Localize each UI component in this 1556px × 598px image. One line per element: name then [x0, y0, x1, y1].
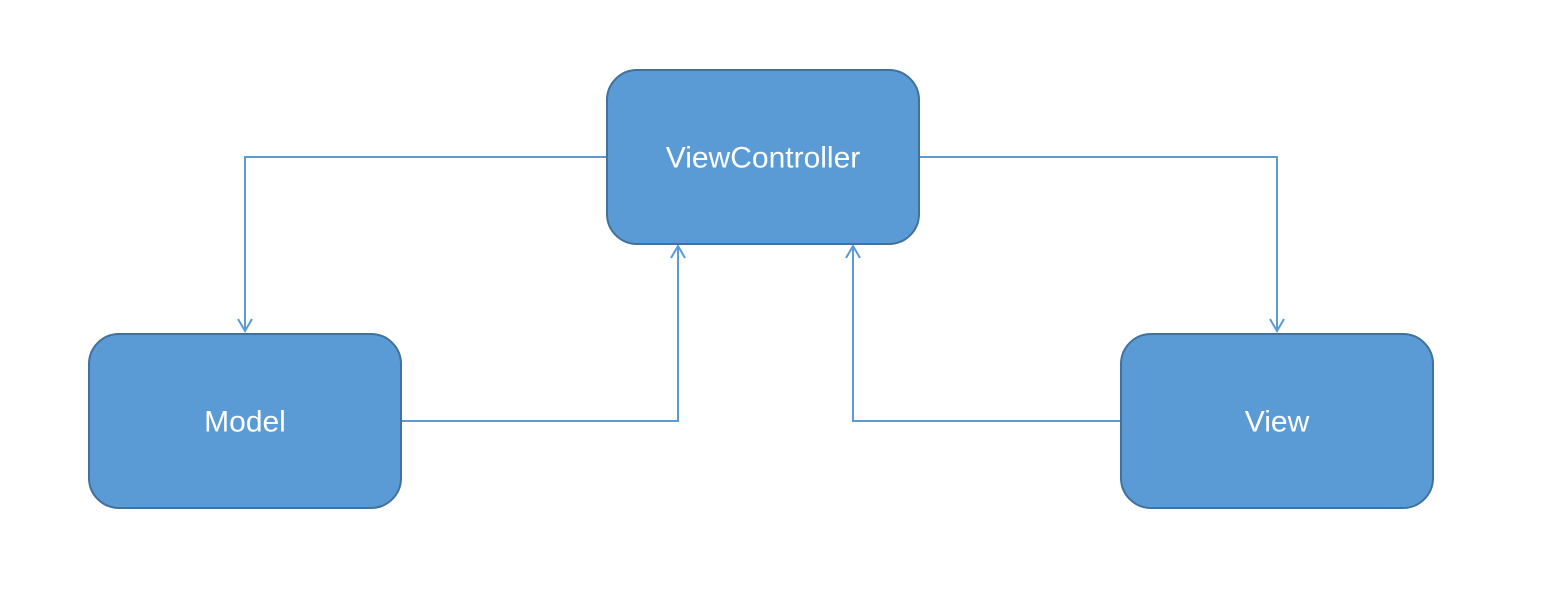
edge-viewcontroller-to-model: [237, 156, 607, 333]
arrowhead-down-icon: [237, 318, 253, 333]
node-viewcontroller-label: ViewController: [666, 142, 861, 175]
node-viewcontroller: ViewController: [606, 69, 920, 245]
node-model: Model: [88, 333, 402, 509]
node-view-box: [1120, 333, 1434, 509]
arrowhead-down-icon: [1269, 318, 1285, 333]
edge-viewcontroller-to-model-line: [244, 156, 607, 331]
node-viewcontroller-box: [606, 69, 920, 245]
connector-group: [237, 156, 1285, 422]
edge-view-to-viewcontroller: [845, 244, 1121, 422]
node-model-box: [88, 333, 402, 509]
node-view: View: [1120, 333, 1434, 509]
edge-model-to-viewcontroller-line: [401, 246, 679, 422]
arrowhead-up-icon: [845, 244, 861, 259]
edge-viewcontroller-to-view: [919, 156, 1285, 333]
arrowhead-up-icon: [670, 244, 686, 259]
edge-view-to-viewcontroller-line: [852, 246, 1121, 422]
edge-viewcontroller-to-view-line: [919, 156, 1278, 331]
edge-model-to-viewcontroller: [401, 244, 686, 422]
node-model-label: Model: [204, 406, 286, 439]
node-view-label: View: [1245, 406, 1310, 439]
